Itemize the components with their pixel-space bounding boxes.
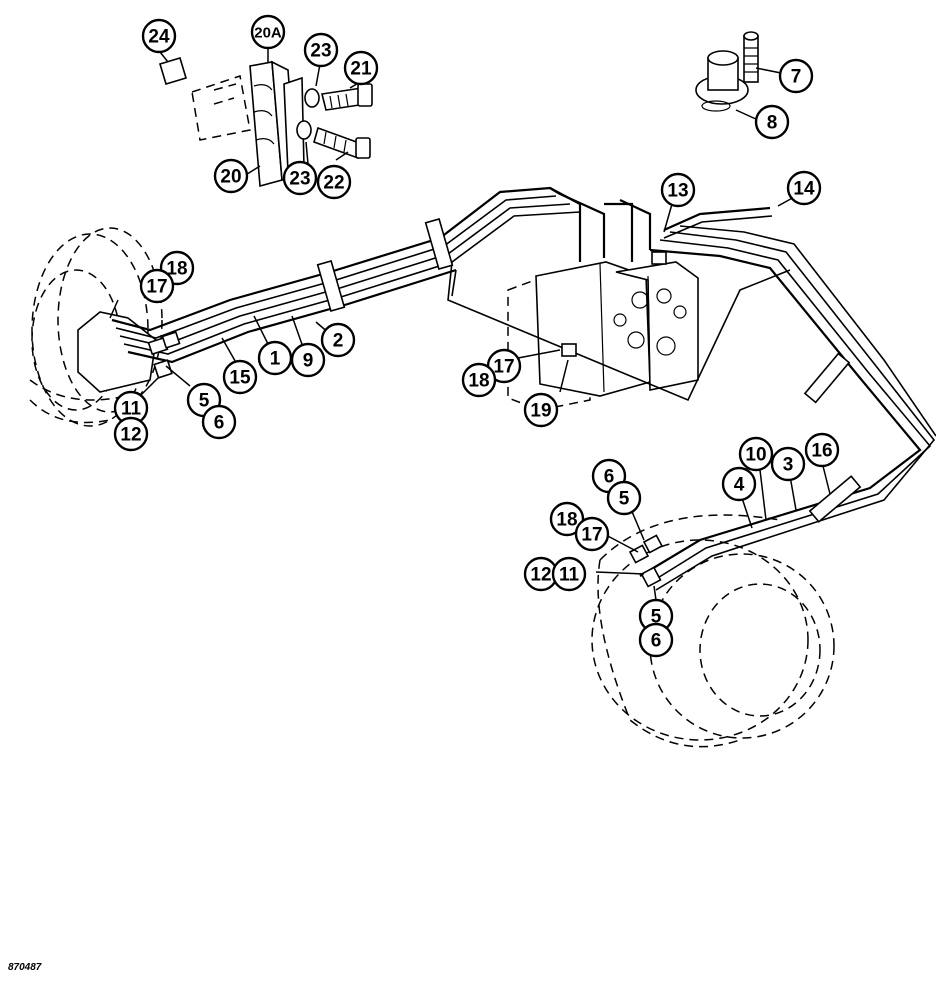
callout-label: 1 — [270, 349, 281, 370]
callout-label: 24 — [148, 27, 170, 48]
callout-label: 8 — [767, 113, 778, 134]
callout-20a: 20A — [250, 14, 286, 50]
callout-7: 7 — [778, 58, 814, 94]
callout-label: 6 — [651, 631, 662, 652]
callout-label: 23 — [289, 169, 310, 190]
callout-label: 12 — [530, 565, 551, 586]
callout-6: 6 — [201, 404, 237, 440]
callout-23: 23 — [282, 160, 318, 196]
callout-label: 4 — [734, 475, 745, 496]
callout-label: 5 — [199, 391, 210, 412]
callout-label: 10 — [745, 445, 766, 466]
callout-label: 5 — [651, 607, 662, 628]
callout-4: 4 — [721, 466, 757, 502]
callout-label: 18 — [556, 510, 577, 531]
right-wheel — [591, 514, 835, 748]
callout-label: 3 — [783, 455, 794, 476]
callout-label: 17 — [493, 357, 514, 378]
callout-label: 19 — [530, 401, 551, 422]
callout-2: 2 — [320, 322, 356, 358]
callout-label: 18 — [166, 259, 187, 280]
callout-18: 18 — [549, 501, 585, 537]
callout-label: 14 — [793, 179, 815, 200]
callout-5: 5 — [606, 480, 642, 516]
callout-14: 14 — [786, 170, 822, 206]
callout-label: 12 — [120, 425, 141, 446]
callout-label: 2 — [333, 331, 344, 352]
callout-label: 17 — [146, 277, 167, 298]
callout-12: 12 — [113, 416, 149, 452]
callout-label: 15 — [229, 368, 251, 389]
callout-15: 15 — [222, 359, 258, 395]
callout-17: 17 — [139, 268, 175, 304]
callout-13: 13 — [660, 172, 696, 208]
callout-label: 16 — [811, 441, 832, 462]
callout-9: 9 — [290, 342, 326, 378]
callout-11: 11 — [551, 556, 587, 592]
callout-19: 19 — [523, 392, 559, 428]
callout-label: 23 — [310, 41, 331, 62]
callout-20: 20 — [213, 158, 249, 194]
callout-label: 6 — [214, 413, 225, 434]
callout-label: 21 — [350, 59, 372, 80]
callout-17: 17 — [574, 516, 610, 552]
callout-1: 1 — [257, 340, 293, 376]
callout-3: 3 — [770, 446, 806, 482]
callout-label: 22 — [323, 173, 344, 194]
callout-label: 18 — [468, 371, 489, 392]
callout-label: 5 — [619, 489, 630, 510]
callout-6: 6 — [638, 622, 674, 658]
callout-11: 11 — [113, 390, 149, 426]
callout-21: 21 — [343, 50, 379, 86]
callout-22: 22 — [316, 164, 352, 200]
callout-label: 20 — [220, 167, 241, 188]
callout-label: 11 — [559, 565, 580, 586]
callout-label: 13 — [667, 181, 688, 202]
callout-18: 18 — [461, 362, 497, 398]
callout-8: 8 — [754, 104, 790, 140]
callout-24: 24 — [141, 18, 177, 54]
callout-10: 10 — [738, 436, 774, 472]
clamp-assembly — [159, 57, 373, 188]
left-wheel — [29, 227, 163, 427]
fitting-detail — [695, 31, 759, 112]
callout-label: 7 — [791, 67, 802, 88]
callout-label: 11 — [121, 399, 142, 420]
callout-label: 20A — [254, 25, 282, 42]
callout-label: 6 — [604, 467, 615, 488]
control-valve — [507, 261, 699, 411]
callout-23: 23 — [303, 32, 339, 68]
callout-16: 16 — [804, 432, 840, 468]
callout-label: 17 — [581, 525, 602, 546]
figure-number: 870487 — [8, 962, 42, 973]
callout-label: 9 — [303, 351, 314, 372]
